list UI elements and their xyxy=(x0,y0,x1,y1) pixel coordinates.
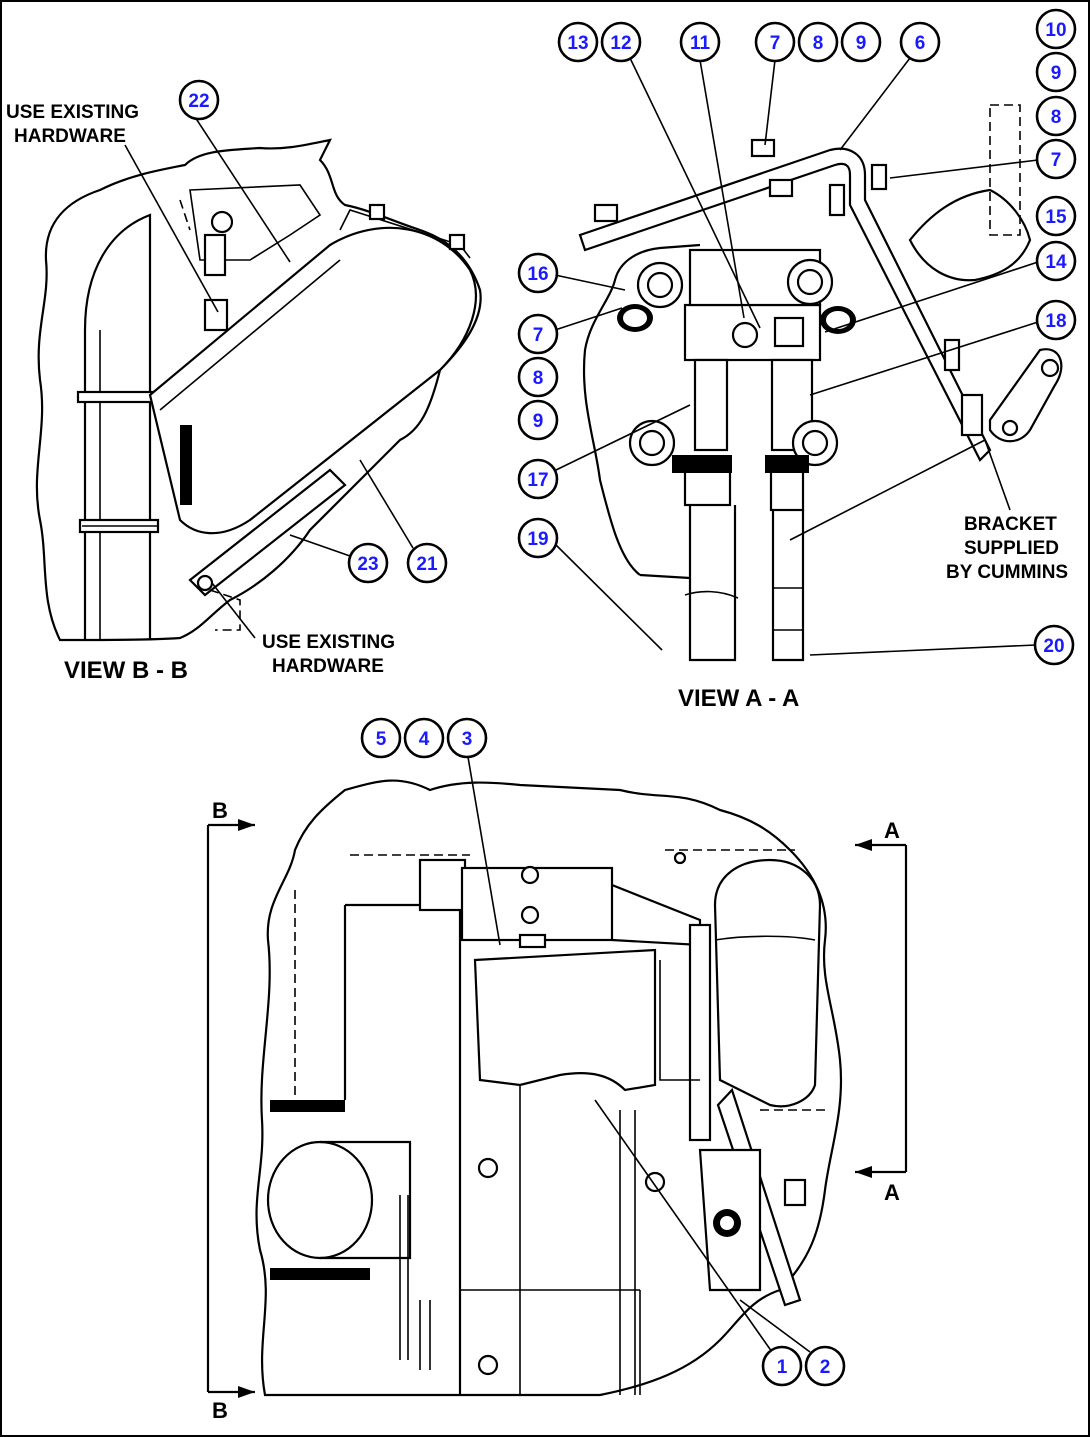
svg-text:7: 7 xyxy=(1051,150,1062,171)
note-use-existing-top-1: USE EXISTING xyxy=(6,102,139,123)
callout-4[interactable]: 4 xyxy=(403,717,445,759)
svg-text:8: 8 xyxy=(1051,107,1062,128)
callout-16[interactable]: 16 xyxy=(517,252,559,294)
callout-12[interactable]: 12 xyxy=(600,21,642,63)
note-bracket-2: SUPPLIED xyxy=(964,538,1059,559)
callout-2[interactable]: 2 xyxy=(804,1345,846,1387)
callout-19[interactable]: 19 xyxy=(517,517,559,559)
section-mark-a-bottom: A xyxy=(884,1180,900,1205)
note-use-existing-bottom-1: USE EXISTING xyxy=(262,632,395,653)
svg-text:22: 22 xyxy=(188,91,209,112)
callout-7[interactable]: 7 xyxy=(1035,138,1077,180)
svg-text:20: 20 xyxy=(1043,636,1064,657)
svg-text:2: 2 xyxy=(820,1357,831,1378)
svg-text:6: 6 xyxy=(915,33,926,54)
svg-text:14: 14 xyxy=(1045,252,1067,273)
view-a-drawing xyxy=(578,104,1063,662)
section-markers xyxy=(206,819,908,1398)
callout-13[interactable]: 13 xyxy=(557,21,599,63)
callout-6[interactable]: 6 xyxy=(899,21,941,63)
section-mark-b-bottom: B xyxy=(212,1398,228,1423)
svg-text:5: 5 xyxy=(376,729,387,750)
view-a-leaders xyxy=(554,57,1039,656)
svg-text:17: 17 xyxy=(527,470,548,491)
svg-text:12: 12 xyxy=(610,33,631,54)
svg-text:16: 16 xyxy=(527,264,548,285)
svg-text:8: 8 xyxy=(533,368,544,389)
callout-23[interactable]: 23 xyxy=(347,542,389,584)
callout-8[interactable]: 8 xyxy=(797,21,839,63)
callout-5[interactable]: 5 xyxy=(360,717,402,759)
svg-text:7: 7 xyxy=(533,325,544,346)
callout-9[interactable]: 9 xyxy=(517,399,559,441)
view-a-title: VIEW A - A xyxy=(678,685,799,712)
callout-7[interactable]: 7 xyxy=(517,313,559,355)
view-b-drawing xyxy=(35,138,482,642)
svg-text:9: 9 xyxy=(533,411,544,432)
section-mark-a-top: A xyxy=(884,818,900,843)
svg-text:18: 18 xyxy=(1045,311,1066,332)
svg-text:15: 15 xyxy=(1045,207,1067,228)
callout-21[interactable]: 21 xyxy=(406,542,448,584)
svg-text:13: 13 xyxy=(567,33,588,54)
svg-text:4: 4 xyxy=(419,729,430,750)
svg-text:9: 9 xyxy=(856,33,867,54)
svg-text:8: 8 xyxy=(813,33,824,54)
callout-8[interactable]: 8 xyxy=(1035,95,1077,137)
view-b-leaders xyxy=(124,116,414,639)
main-view-drawing xyxy=(255,779,843,1397)
section-mark-b-top: B xyxy=(212,798,228,823)
callout-17[interactable]: 17 xyxy=(517,458,559,500)
callout-9[interactable]: 9 xyxy=(840,21,882,63)
callout-22[interactable]: 22 xyxy=(178,79,220,121)
callouts: 22 23 21 13 12 11 7 8 9 6 10 9 8 7 15 14… xyxy=(178,8,1077,1387)
main-view-leaders xyxy=(467,756,811,1353)
callout-15[interactable]: 15 xyxy=(1035,195,1077,237)
svg-text:7: 7 xyxy=(770,33,781,54)
note-bracket-3: BY CUMMINS xyxy=(946,562,1068,583)
svg-text:3: 3 xyxy=(462,729,473,750)
callout-9[interactable]: 9 xyxy=(1035,51,1077,93)
svg-text:23: 23 xyxy=(357,554,378,575)
svg-text:9: 9 xyxy=(1051,63,1062,84)
note-use-existing-top-2: HARDWARE xyxy=(14,126,126,147)
callout-18[interactable]: 18 xyxy=(1035,299,1077,341)
callout-7[interactable]: 7 xyxy=(754,21,796,63)
callout-3[interactable]: 3 xyxy=(446,717,488,759)
note-bracket-1: BRACKET xyxy=(964,514,1057,535)
svg-text:19: 19 xyxy=(527,529,548,550)
callout-20[interactable]: 20 xyxy=(1033,624,1075,666)
callout-14[interactable]: 14 xyxy=(1035,240,1077,282)
callout-1[interactable]: 1 xyxy=(761,1345,803,1387)
svg-text:11: 11 xyxy=(690,33,711,54)
svg-text:21: 21 xyxy=(416,554,438,575)
callout-8[interactable]: 8 xyxy=(517,356,559,398)
callout-10[interactable]: 10 xyxy=(1035,8,1077,50)
view-b-title: VIEW B - B xyxy=(64,657,188,684)
callout-11[interactable]: 11 xyxy=(679,21,721,63)
svg-text:1: 1 xyxy=(777,1357,788,1378)
note-use-existing-bottom-2: HARDWARE xyxy=(272,656,384,677)
svg-text:10: 10 xyxy=(1045,20,1066,41)
